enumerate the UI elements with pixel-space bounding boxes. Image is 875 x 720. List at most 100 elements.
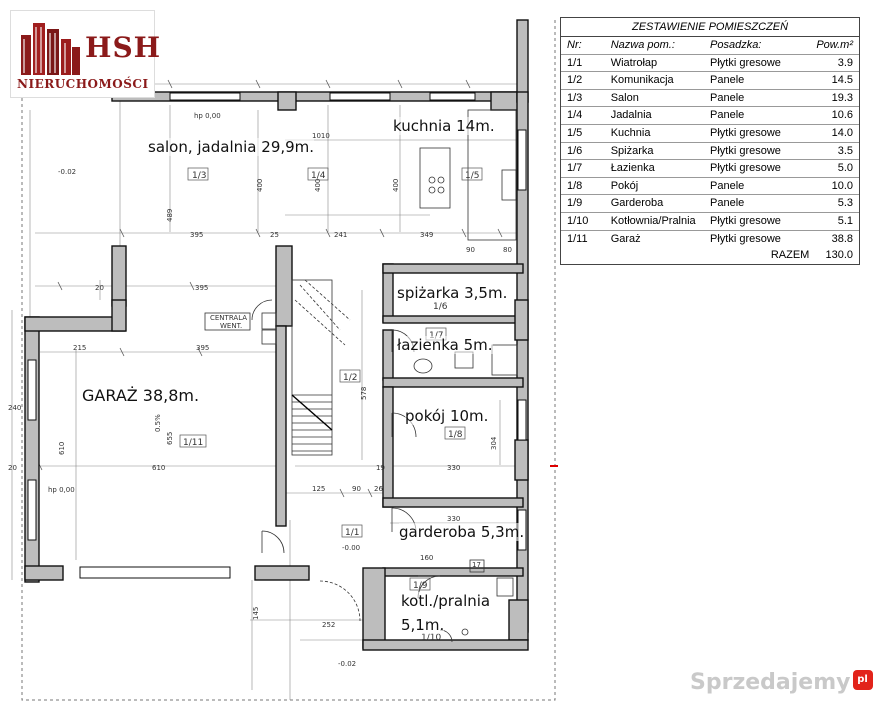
dimension-label: 610 — [58, 442, 66, 455]
cell-floor: Płytki gresowe — [710, 144, 781, 157]
cell-area: 3.5 — [837, 144, 853, 157]
label-salon: salon, jadalnia 29,9m. — [148, 138, 315, 156]
label-garaz: GARAŻ 38,8m. — [82, 386, 200, 405]
room-number: 1/3 — [192, 171, 206, 181]
room-number: 1/11 — [183, 438, 203, 448]
room-number: 1/4 — [311, 171, 326, 181]
label-garderoba: garderoba 5,3m. — [399, 523, 525, 541]
cell-name: Garaż — [610, 232, 641, 245]
walls — [24, 19, 529, 651]
cell-area: 10.6 — [831, 109, 853, 122]
cell-floor: Panele — [710, 179, 745, 192]
cell-floor: Płytki gresowe — [710, 126, 781, 139]
level-mark: -0.00 — [342, 544, 360, 552]
dimension-label: 252 — [322, 621, 335, 629]
dimension-label: 20 — [8, 464, 17, 472]
cell-area: 14.0 — [831, 126, 853, 139]
header-nr: Nr: — [567, 39, 582, 51]
watermark-badge: pl — [852, 670, 873, 690]
table-row: 1/2 Komunikacja Panele 14.5 — [561, 72, 859, 90]
level-mark: -0.02 — [58, 168, 76, 176]
header-floor: Posadzka: — [710, 39, 762, 51]
room-number: 1/5 — [465, 171, 479, 181]
cell-floor: Płytki gresowe — [710, 162, 781, 175]
header-name: Nazwa pom.: — [610, 39, 675, 51]
level-mark: hp 0,00 — [48, 486, 75, 494]
cell-name: Spiżarka — [610, 144, 654, 157]
level-mark: hp 0,00 — [194, 112, 221, 120]
dimension-label: 19 — [376, 464, 385, 472]
label-lazienka: łazienka 5m. — [397, 336, 493, 354]
table-row: 1/5 Kuchnia Płytki gresowe 14.0 — [561, 125, 859, 143]
cell-area: 14.5 — [831, 74, 853, 87]
dimension-label: 395 — [190, 231, 203, 239]
cell-area: 19.3 — [831, 91, 853, 104]
cell-area: 5.3 — [837, 197, 853, 210]
cell-nr: 1/4 — [567, 109, 583, 122]
staircase — [291, 279, 351, 456]
table-title: ZESTAWIENIE POMIESZCZEŃ — [561, 18, 859, 37]
label-kotlownia: kotl./pralnia — [401, 592, 491, 610]
dimension-label: 80 — [503, 246, 512, 254]
cell-nr: 1/11 — [567, 232, 588, 245]
watermark-text: Sprzedajemy — [690, 670, 851, 695]
cell-floor: Płytki gresowe — [710, 214, 781, 227]
level-mark: -0.02 — [338, 660, 356, 668]
cell-name: Garderoba — [610, 197, 664, 210]
dimension-labels: 395 241 349 90 80 20 395 25 215 395 330 … — [8, 132, 512, 629]
room-number: 1/10 — [421, 633, 441, 643]
cell-name: Pokój — [610, 179, 639, 192]
total-label: RAZEM — [770, 249, 810, 262]
ventilation-label: CENTRALA — [210, 314, 247, 322]
cell-name: Kotłownia/Pralnia — [610, 214, 696, 227]
ventilation-unit — [204, 312, 277, 345]
dimension-label: 655 — [166, 432, 174, 445]
cell-area: 10.0 — [831, 179, 853, 192]
cell-area: 5.1 — [837, 214, 853, 227]
dimension-label: 400 — [314, 179, 322, 192]
dimension-label: 17 — [472, 561, 481, 569]
cell-nr: 1/3 — [567, 91, 583, 104]
cell-nr: 1/10 — [567, 214, 589, 227]
dimension-label: 330 — [447, 464, 460, 472]
table-row: 1/8 Pokój Panele 10.0 — [561, 178, 859, 196]
ventilation-label: WENT. — [220, 322, 242, 330]
cell-name: Kuchnia — [610, 126, 651, 139]
room-number: 1/2 — [343, 373, 357, 383]
dimension-label: 20 — [95, 284, 104, 292]
dimension-label: 215 — [73, 344, 86, 352]
logo-subtitle: NIERUCHOMOŚCI — [17, 77, 149, 91]
dimension-label: 240 — [8, 404, 21, 412]
logo-brand: HSH — [85, 31, 162, 64]
cell-floor: Płytki gresowe — [710, 56, 781, 69]
table-total-row: RAZEM 130.0 — [561, 247, 859, 264]
room-number: 1/9 — [413, 581, 428, 591]
cell-floor: Panele — [710, 74, 745, 87]
total-value: 130.0 — [825, 249, 853, 262]
cell-floor: Płytki gresowe — [710, 232, 781, 245]
dimension-label: 400 — [256, 179, 264, 192]
dimension-label: 578 — [360, 387, 368, 400]
cell-name: Komunikacja — [610, 74, 674, 87]
dimension-label: 90 — [466, 246, 475, 254]
dimension-label: 349 — [420, 231, 433, 239]
dimension-label: 610 — [152, 464, 165, 472]
room-number-texts: 1/3 1/4 1/5 1/6 1/7 1/2 1/8 1/11 1/1 1/9… — [183, 171, 479, 643]
cell-name: Łazienka — [610, 162, 655, 175]
buildings-icon — [21, 23, 80, 75]
cell-nr: 1/8 — [567, 179, 583, 192]
cell-name: Wiatrołap — [610, 56, 658, 69]
kitchen-fixtures — [419, 109, 517, 241]
boiler-fixtures — [461, 559, 514, 636]
cell-nr: 1/5 — [567, 126, 583, 139]
cell-nr: 1/2 — [567, 74, 583, 87]
table-row: 1/10 Kotłownia/Pralnia Płytki gresowe 5.1 — [561, 213, 859, 231]
table-header-row: Nr: Nazwa pom.: Posadzka: Pow.m² — [561, 37, 859, 55]
